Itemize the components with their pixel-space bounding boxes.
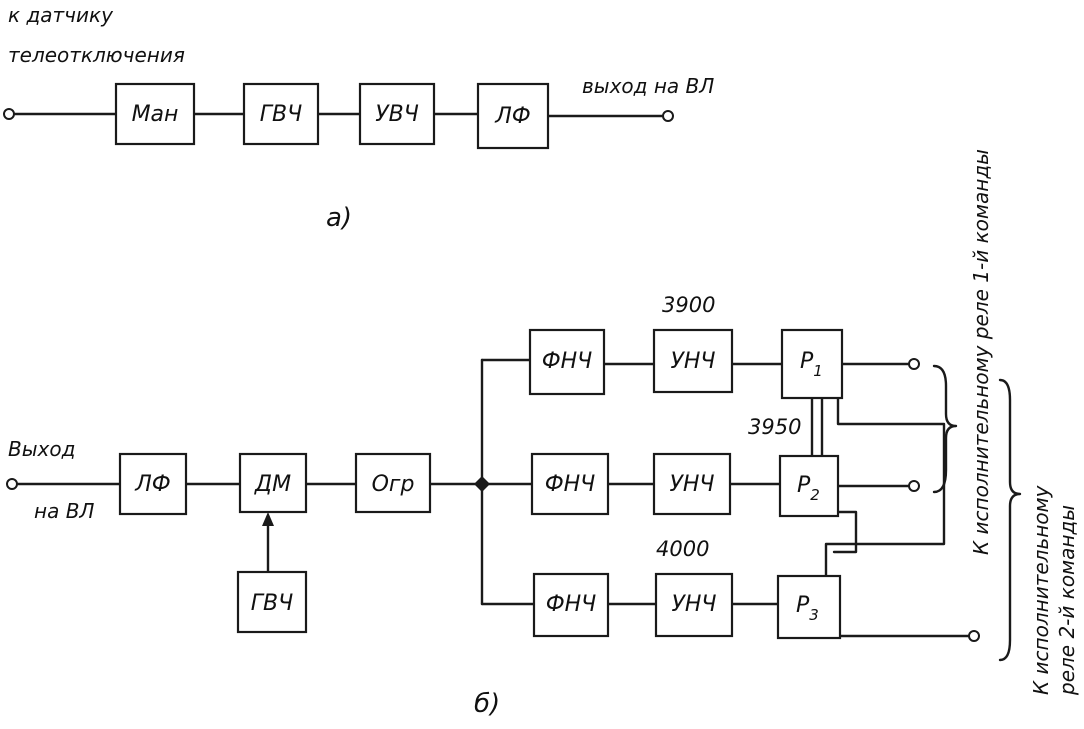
branch-2-filter-label: ФНЧ [545, 472, 596, 497]
branch-3-frequency: 4000 [656, 537, 709, 561]
branch-3: 4000 ФНЧ УНЧ Р3 [532, 537, 842, 640]
block-hf-generator-b-label: ГВЧ [251, 591, 293, 616]
terminal-a-output [662, 110, 674, 122]
terminal-b-out-1 [908, 358, 920, 370]
terminal-b-input [6, 478, 18, 490]
output-note-2-line1: К исполнительному [1029, 484, 1053, 695]
block-demodulator-label: ДМ [254, 472, 291, 497]
block-limiter: Огр [354, 452, 432, 514]
block-demodulator: ДМ [238, 452, 308, 514]
branch-3-amplifier [654, 572, 734, 638]
block-hf-generator-a-label: ГВЧ [260, 102, 302, 127]
relay-2 [778, 454, 840, 518]
terminal-a-input [3, 108, 15, 120]
relay-3-letter: Р [796, 593, 810, 618]
relay-2-index: 2 [810, 486, 820, 504]
branch-1-amplifier-label: УНЧ [670, 349, 715, 374]
branch-1-frequency: 3900 [662, 293, 715, 317]
block-modulator-label: Ман [132, 102, 179, 127]
relay-1 [780, 328, 844, 400]
relay-2-label: Р2 [797, 473, 820, 504]
output-note-1: К исполнительному реле 1-й команды [969, 149, 993, 555]
block-line-filter-b: ЛФ [118, 452, 188, 516]
terminal-b-out-3 [968, 630, 980, 642]
brace-output-1-2 [932, 364, 958, 494]
input-note-b-line1: Выход [8, 437, 75, 461]
relay-3 [776, 574, 842, 640]
block-hf-amplifier-label: УВЧ [375, 102, 419, 127]
diagram-a: к датчику телеотключения Ман ГВЧ УВЧ ЛФ … [3, 3, 714, 233]
branch-3-filter [532, 572, 610, 638]
branch-1-filter [528, 328, 606, 396]
branch-3-filter-label: ФНЧ [546, 592, 597, 617]
input-note-a-line1: к датчику [8, 3, 114, 27]
terminal-b-out-2 [908, 480, 920, 492]
wire-relay-2-3 [832, 510, 858, 554]
branch-1-filter-label: ФНЧ [542, 349, 593, 374]
diagram-b: Выход на ВЛ [6, 149, 1079, 719]
branch-1: 3900 ФНЧ УНЧ Р1 [528, 293, 844, 400]
relay-1-index: 1 [813, 362, 823, 380]
branch-1-amplifier [652, 328, 734, 394]
branch-2: 3950 ФНЧ УНЧ Р2 [530, 415, 840, 518]
block-modulator: Ман [114, 82, 196, 146]
input-note-a-line2: телеотключения [8, 43, 185, 67]
block-hf-generator-a: ГВЧ [242, 82, 320, 146]
block-hf-amplifier: УВЧ [358, 82, 436, 146]
arrow-oscillator [262, 512, 274, 526]
relay-2-letter: Р [797, 473, 811, 498]
caption-b: б) [474, 689, 500, 719]
relay-1-label: Р1 [800, 349, 823, 380]
input-note-b-line2: на ВЛ [34, 499, 94, 523]
brace-output-2-3 [998, 378, 1022, 662]
block-limiter-label: Огр [372, 472, 415, 497]
branch-2-filter [530, 452, 610, 516]
block-line-filter-a-label: ЛФ [494, 104, 530, 129]
relay-3-index: 3 [809, 606, 819, 624]
block-line-filter-b-label: ЛФ [134, 472, 170, 497]
output-note-2-line2: реле 2-й команды [1055, 505, 1079, 696]
branch-2-frequency: 3950 [748, 415, 801, 439]
relay-3-label: Р3 [796, 593, 819, 624]
branch-3-amplifier-label: УНЧ [671, 592, 716, 617]
block-line-filter-a: ЛФ [476, 82, 550, 150]
output-note-a: выход на ВЛ [582, 74, 714, 98]
branch-2-amplifier-label: УНЧ [669, 472, 714, 497]
relay-1-letter: Р [800, 349, 814, 374]
block-hf-generator-b: ГВЧ [236, 570, 308, 634]
caption-a: а) [326, 203, 352, 233]
branch-2-amplifier [652, 452, 732, 516]
